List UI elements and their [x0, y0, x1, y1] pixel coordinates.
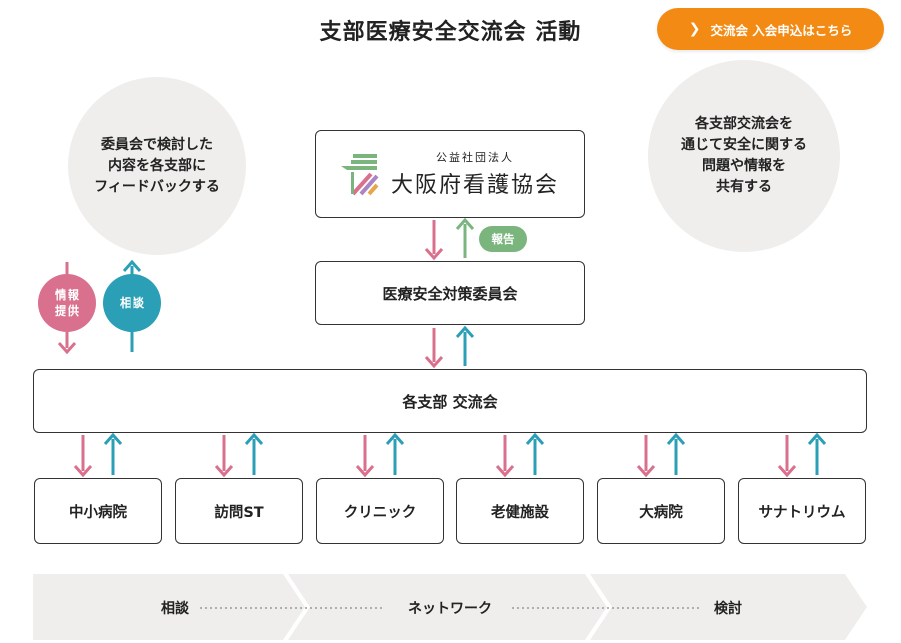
page-title: 支部医療安全交流会 活動: [319, 20, 582, 45]
band-label-review: 検討: [714, 601, 742, 617]
arrow-down-member: [636, 435, 656, 478]
arrow-down-member: [777, 435, 797, 478]
arrow-up-report: [455, 217, 475, 258]
band-segment-review: [590, 574, 867, 640]
arrow-up-member: [103, 432, 123, 475]
sharing-text: 各支部交流会を 通じて安全に関する 問題や情報を 共有する: [681, 116, 807, 195]
org-name-text: 大阪府看護協会: [390, 173, 559, 198]
nursing-association-logo-icon: [340, 154, 379, 196]
member-box: 老健施設: [456, 478, 584, 544]
feedback-circle: 委員会で検討した 内容を各支部に フィードバックする: [68, 77, 246, 255]
membership-apply-button[interactable]: ❯ 交流会 入会申込はこちら: [657, 8, 884, 50]
arrow-down-member: [214, 435, 234, 478]
sharing-circle: 各支部交流会を 通じて安全に関する 問題や情報を 共有する: [648, 60, 840, 252]
legend-arrow-consult: [122, 259, 142, 352]
band-segment-network: [288, 574, 607, 640]
arrow-up-member: [525, 432, 545, 475]
chevron-right-icon: ❯: [688, 21, 701, 37]
org-logo-box: 公益社団法人 大阪府看護協会: [315, 130, 585, 218]
report-badge: 報告: [479, 226, 527, 252]
arrow-up-member: [666, 432, 686, 475]
member-box: 大病院: [597, 478, 725, 544]
org-type-text: 公益社団法人: [435, 151, 514, 164]
member-box: 中小病院: [34, 478, 162, 544]
arrow-down-committee: [424, 328, 444, 369]
arrow-up-member: [244, 432, 264, 475]
arrow-down-member: [355, 435, 375, 478]
arrow-down-member: [73, 435, 93, 478]
member-box: サナトリウム: [738, 478, 866, 544]
arrow-up-branch: [455, 325, 475, 366]
branch-exchange-box: 各支部 交流会: [33, 369, 867, 433]
arrow-up-member: [385, 432, 405, 475]
arrow-down-member: [495, 435, 515, 478]
band-label-consult: 相談: [161, 601, 189, 617]
safety-committee-box: 医療安全対策委員会: [315, 261, 585, 325]
arrow-down-feedback: [424, 220, 444, 261]
member-box: 訪問ST: [175, 478, 303, 544]
process-band: [33, 574, 867, 640]
feedback-text: 委員会で検討した 内容を各支部に フィードバックする: [94, 136, 220, 195]
membership-apply-label: 交流会 入会申込はこちら: [710, 22, 853, 38]
legend-arrow-info: [57, 262, 77, 355]
band-label-network: ネットワーク: [408, 601, 492, 617]
member-box: クリニック: [316, 478, 444, 544]
arrow-up-member: [807, 432, 827, 475]
band-segment-consult: [33, 574, 305, 640]
